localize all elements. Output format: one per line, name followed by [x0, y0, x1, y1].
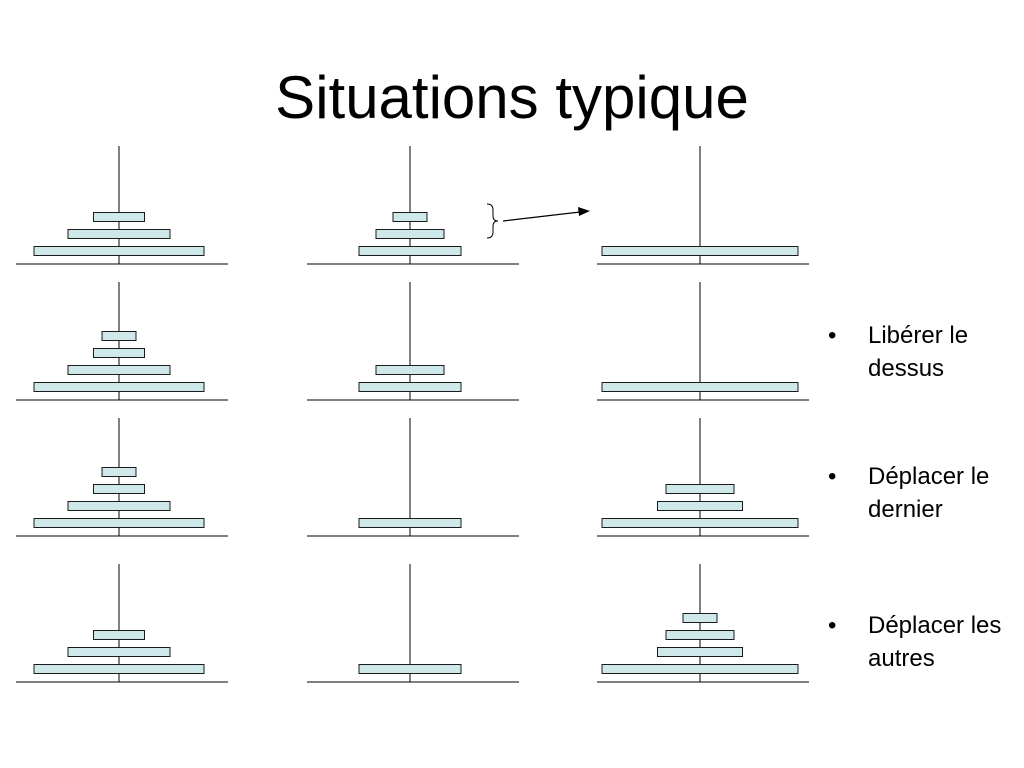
disk [375, 229, 445, 239]
disk [33, 246, 205, 256]
disk [358, 246, 462, 256]
disk [93, 630, 145, 640]
disk [93, 348, 145, 358]
brace [486, 203, 499, 239]
disk [67, 229, 171, 239]
disk [33, 382, 205, 392]
arrow-line [502, 211, 581, 222]
disk [601, 518, 799, 528]
disk [67, 501, 171, 511]
disk [657, 647, 743, 657]
disk [665, 484, 735, 494]
disk [392, 212, 428, 222]
bullet-text: Déplacer le dernier [868, 463, 990, 523]
disk [375, 365, 445, 375]
disk [67, 647, 171, 657]
disk [358, 518, 462, 528]
disk [358, 664, 462, 674]
disk [93, 484, 145, 494]
bullet-icon: • [828, 612, 837, 639]
disk [101, 331, 137, 341]
bullet-icon: • [828, 322, 837, 349]
disk [601, 664, 799, 674]
disk [33, 518, 205, 528]
disk [682, 613, 718, 623]
disk [101, 467, 137, 477]
disk [67, 365, 171, 375]
disk [601, 382, 799, 392]
bullet-text: Libérer le dessus [868, 322, 969, 382]
disk [657, 501, 743, 511]
disk [358, 382, 462, 392]
disk [601, 246, 799, 256]
disk [665, 630, 735, 640]
disk [33, 664, 205, 674]
arrow-head-icon [578, 207, 590, 216]
disk [93, 212, 145, 222]
bullet-text: Déplacer les autres [868, 612, 1002, 672]
slide-title: Situations typique [275, 64, 749, 131]
bullet-icon: • [828, 463, 837, 490]
